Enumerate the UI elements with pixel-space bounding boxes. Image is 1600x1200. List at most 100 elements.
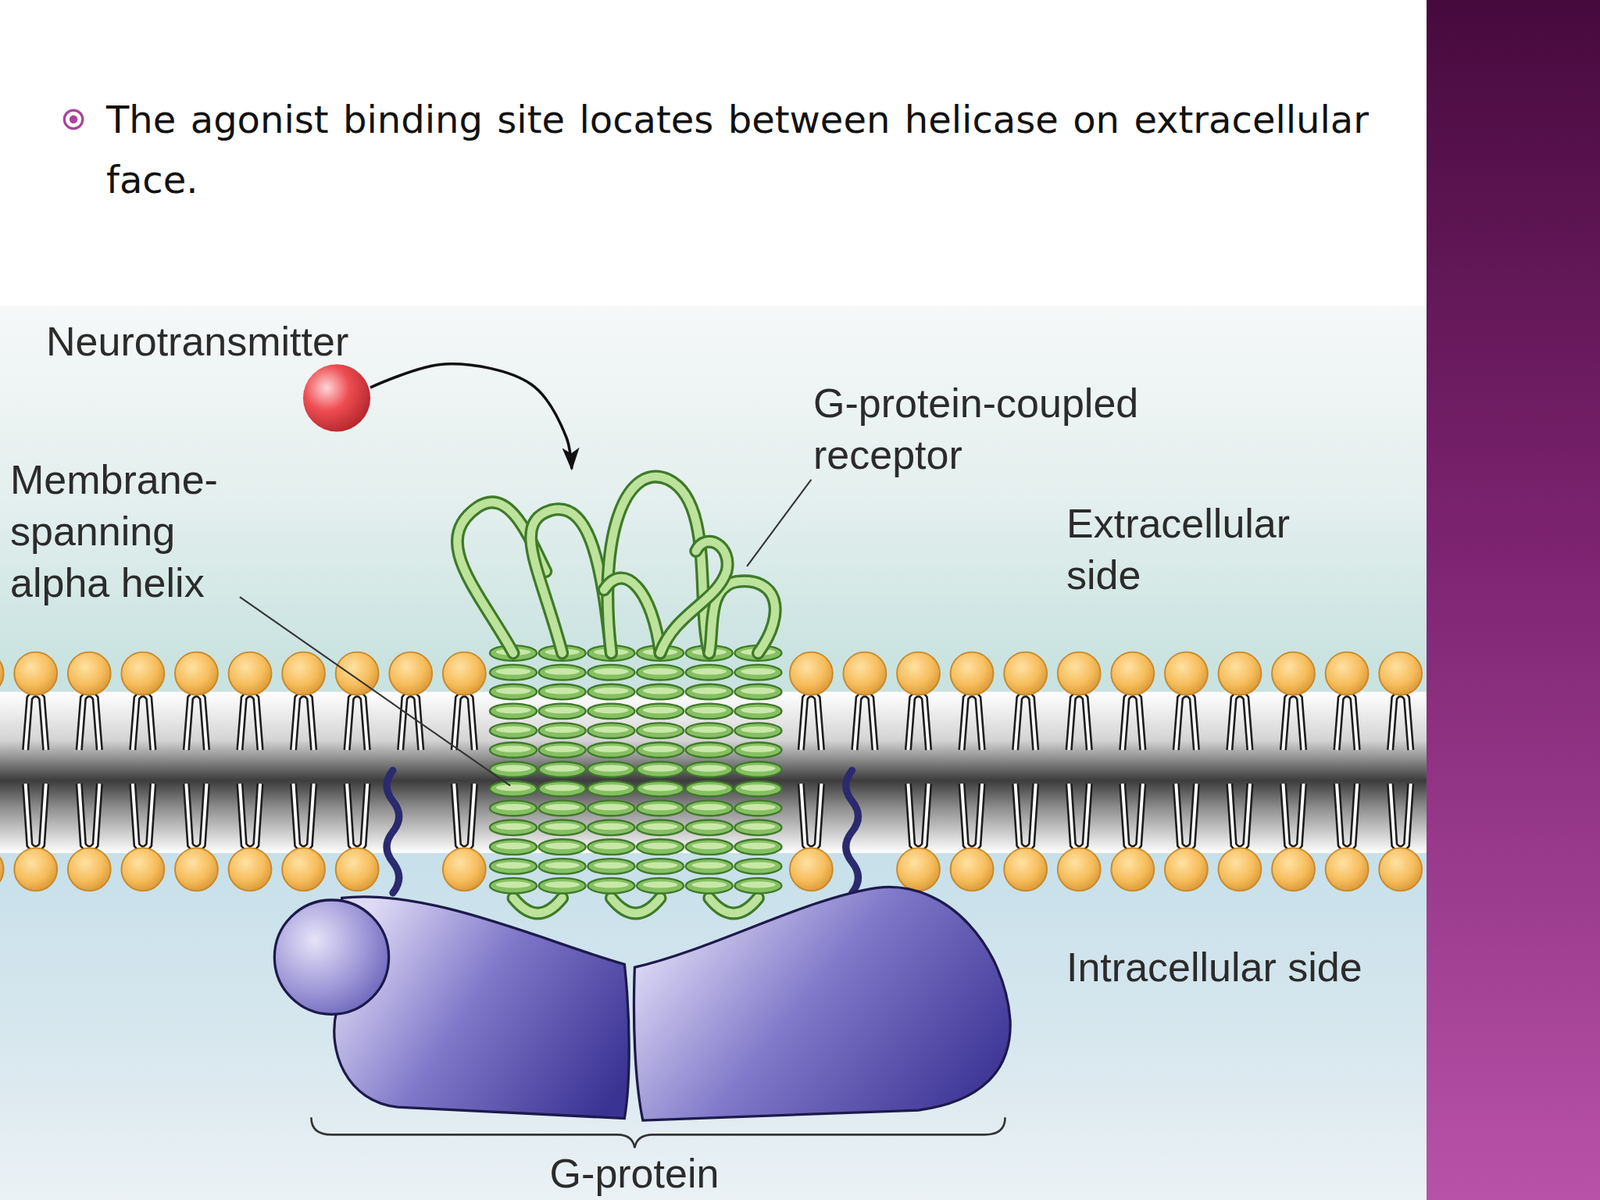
lipid-head bbox=[67, 847, 111, 891]
helix-coil bbox=[636, 781, 684, 797]
helix-coil bbox=[636, 858, 684, 875]
lipid-head bbox=[335, 847, 379, 891]
helix-coil bbox=[587, 878, 635, 894]
receptor-loop bbox=[610, 897, 661, 914]
lipid-tail bbox=[1336, 693, 1358, 750]
helix-coil bbox=[539, 742, 586, 758]
helix-coil bbox=[734, 684, 782, 700]
lipid-tail bbox=[907, 783, 929, 850]
helix-coil bbox=[587, 664, 635, 681]
helix-coil bbox=[685, 878, 733, 894]
helix-coil bbox=[636, 878, 684, 894]
helix-coil bbox=[587, 839, 635, 855]
neurotransmitter-node: Neurotransmitter bbox=[303, 364, 371, 432]
helix-coil bbox=[489, 703, 537, 720]
helix-highlight bbox=[496, 803, 531, 811]
lipid-tail bbox=[961, 783, 983, 850]
lipid-tail bbox=[854, 693, 875, 750]
helix-highlight bbox=[496, 687, 531, 694]
g-protein-node: G-protein bbox=[270, 882, 1021, 1123]
lipid-tail bbox=[453, 693, 475, 750]
lipid-tail bbox=[961, 693, 983, 750]
helix-coil bbox=[685, 684, 733, 700]
lipid-head bbox=[1003, 652, 1047, 696]
helix-highlight bbox=[544, 803, 579, 811]
lipid-tail bbox=[800, 783, 822, 850]
helix-coil bbox=[539, 684, 586, 700]
brace bbox=[310, 1117, 1005, 1148]
lipid-tail bbox=[800, 783, 822, 850]
helix-highlight bbox=[544, 687, 579, 694]
helix-highlight bbox=[642, 784, 678, 791]
lipid-head bbox=[228, 847, 272, 891]
helix-highlight bbox=[593, 707, 629, 714]
lipid-head bbox=[67, 652, 111, 696]
receptor-loop bbox=[603, 578, 661, 654]
lipid-head bbox=[442, 847, 486, 891]
helix-coil bbox=[539, 800, 586, 817]
lipid-tail bbox=[1282, 783, 1304, 850]
helix-coil bbox=[685, 781, 733, 797]
helix-coil bbox=[734, 664, 782, 681]
lipid-tail bbox=[1068, 783, 1090, 850]
lipid-head bbox=[1325, 847, 1369, 891]
lipid-head bbox=[1378, 652, 1422, 696]
helix-coil bbox=[734, 761, 782, 778]
helix-coil bbox=[489, 878, 537, 894]
helix-highlight bbox=[593, 746, 629, 753]
lipid-tail bbox=[961, 783, 983, 850]
lipid-anchor bbox=[386, 770, 400, 893]
lipid-head bbox=[442, 652, 486, 696]
helix-coil bbox=[539, 858, 586, 875]
helix-highlight bbox=[593, 784, 629, 791]
structure-label: Membrane- spanning alpha helix bbox=[10, 453, 261, 609]
helix-coil bbox=[587, 684, 635, 700]
lipid-head bbox=[950, 652, 994, 696]
helix-highlight bbox=[692, 842, 727, 850]
helix-highlight bbox=[544, 726, 579, 733]
lipid-head bbox=[1110, 847, 1154, 891]
lipid-tail bbox=[132, 783, 154, 850]
helix-coil bbox=[539, 664, 586, 681]
side-label: Extracellular side bbox=[1066, 497, 1364, 601]
helix-coil bbox=[734, 878, 782, 894]
lipid-tail bbox=[1229, 693, 1250, 750]
helix-highlight bbox=[740, 764, 775, 772]
helix-highlight bbox=[740, 667, 775, 675]
helix-highlight bbox=[593, 687, 629, 694]
lipid-tail bbox=[293, 693, 315, 750]
helix-coil bbox=[489, 664, 537, 681]
lipid-tail bbox=[25, 693, 47, 750]
helix-coil bbox=[636, 839, 684, 855]
receptor-loop bbox=[660, 541, 728, 654]
lipid-head bbox=[896, 652, 940, 696]
lipid-tail bbox=[1390, 693, 1411, 750]
helix-coil bbox=[734, 858, 782, 875]
lipid-tail bbox=[1068, 693, 1090, 750]
helix-highlight bbox=[692, 784, 727, 791]
lipid-tail bbox=[907, 693, 929, 750]
helix-highlight bbox=[496, 667, 531, 675]
helix-highlight bbox=[642, 707, 678, 714]
receptor-loop bbox=[610, 897, 661, 914]
lipid-tail bbox=[1390, 783, 1411, 850]
lipid-tail bbox=[907, 693, 929, 750]
helix-coil bbox=[636, 722, 684, 739]
lipid-head bbox=[1057, 652, 1101, 696]
receptor-loop bbox=[603, 578, 661, 654]
helix-highlight bbox=[496, 823, 531, 830]
lipid-tail bbox=[185, 693, 207, 750]
helix-highlight bbox=[740, 784, 775, 791]
lipid-tail bbox=[1336, 783, 1358, 850]
bullet-dot bbox=[69, 115, 78, 124]
lipid-head bbox=[1164, 847, 1208, 891]
lipid-tail bbox=[293, 783, 315, 850]
helix-coil bbox=[685, 819, 733, 836]
helix-coil bbox=[685, 742, 733, 758]
neurotransmitter-sphere bbox=[303, 364, 371, 432]
lipid-tail bbox=[1015, 693, 1036, 750]
helix-highlight bbox=[740, 861, 775, 868]
